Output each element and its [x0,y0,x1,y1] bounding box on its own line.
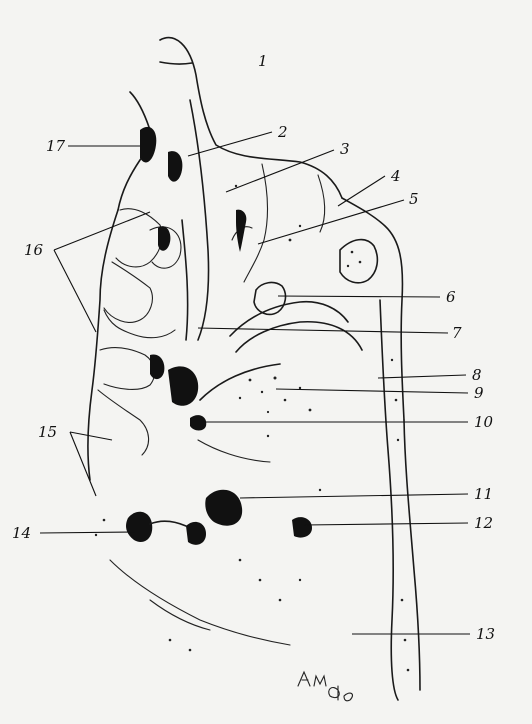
leader-lines [40,132,470,634]
label-13: 13 [476,625,495,643]
label-2: 2 [277,123,288,141]
leader-16a [54,212,150,250]
labels: 1 2 3 4 5 6 7 8 9 10 11 12 13 14 15 16 1… [12,52,495,643]
leader-11 [240,494,468,498]
leader-14 [40,532,136,533]
ethmoid-cells [98,127,198,455]
label-3: 3 [340,140,350,158]
leader-12 [304,523,468,525]
leader-9 [276,389,468,393]
leader-15a [70,432,112,440]
label-15: 15 [38,423,57,441]
label-1: 1 [258,52,268,70]
leader-6 [278,296,440,297]
label-10: 10 [474,413,494,431]
leader-3 [226,150,334,192]
leader-5 [258,200,404,244]
leader-4 [338,176,385,206]
label-7: 7 [452,324,462,342]
label-5: 5 [409,190,419,208]
label-14: 14 [12,524,31,542]
stippling [95,185,410,672]
label-17: 17 [46,137,66,155]
label-9: 9 [474,384,484,402]
leader-16b [54,250,96,332]
leader-15b [70,432,96,496]
label-16: 16 [24,241,44,259]
label-8: 8 [472,366,482,384]
artist-signature [298,672,352,701]
label-6: 6 [446,288,456,306]
label-12: 12 [474,514,493,532]
label-4: 4 [390,167,401,185]
label-11: 11 [474,485,493,503]
leader-8 [378,375,466,378]
